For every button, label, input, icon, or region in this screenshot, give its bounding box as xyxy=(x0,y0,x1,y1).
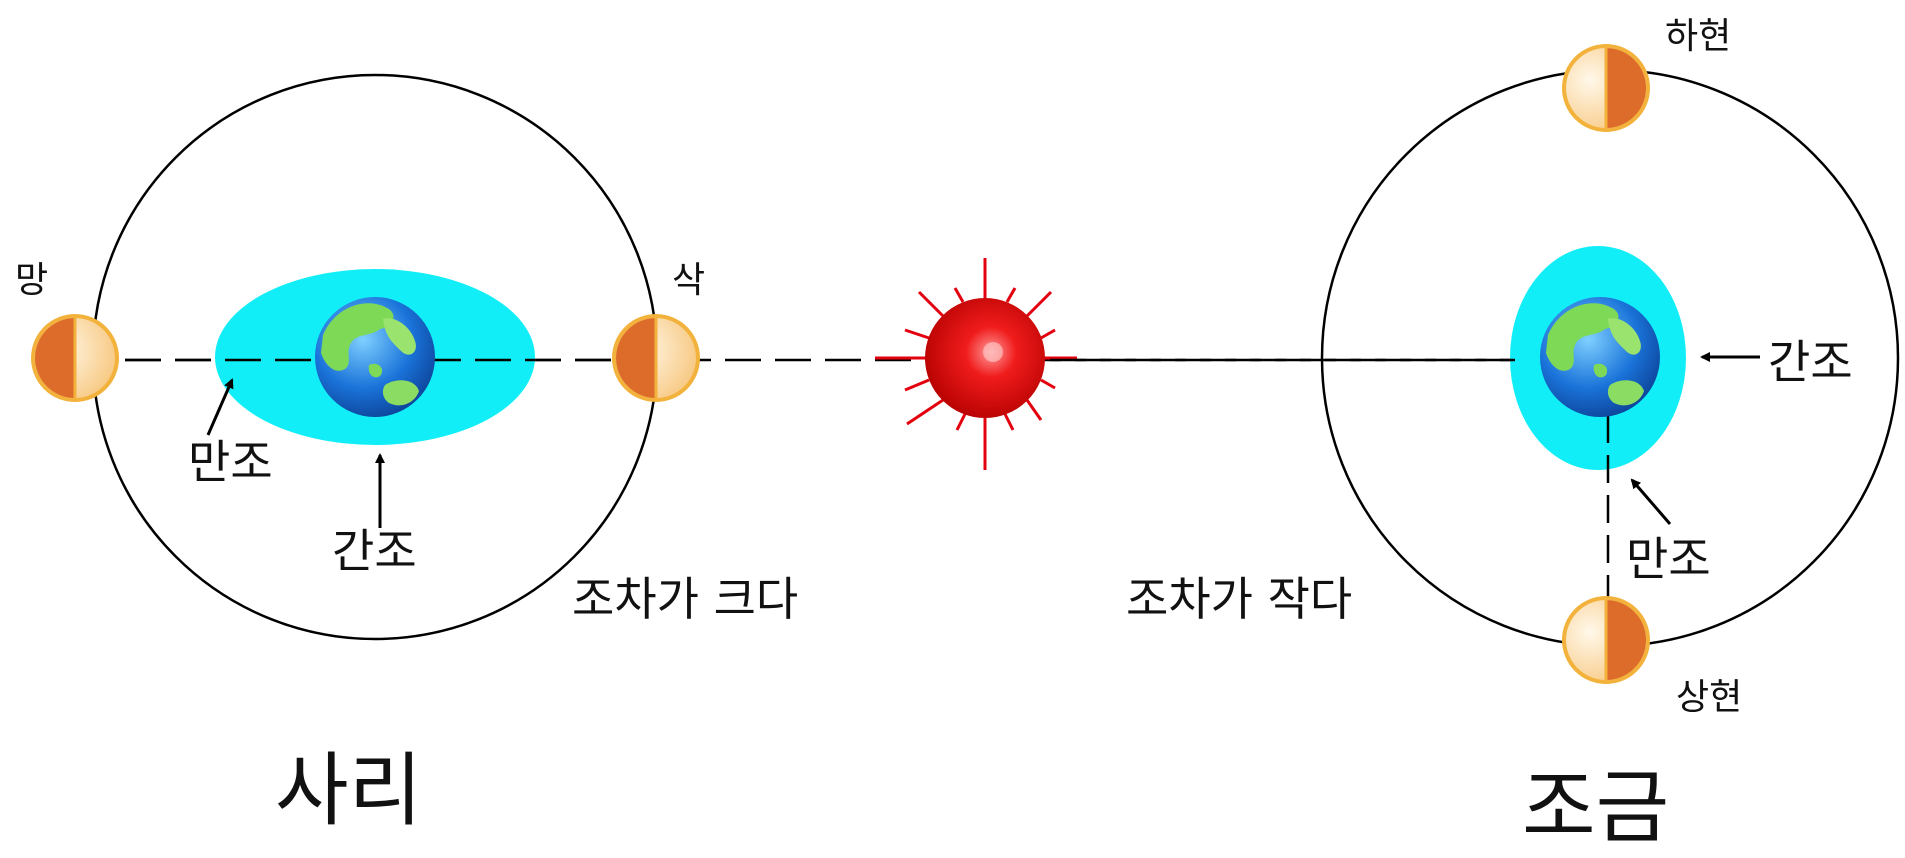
right-high-tide-arrow xyxy=(1630,478,1672,525)
third-quarter-label: 하현 xyxy=(1665,16,1731,57)
spring-tide-title: 사리 xyxy=(275,744,422,837)
left-caption: 조차가 크다 xyxy=(572,572,798,626)
neap-tide-title: 조금 xyxy=(1522,761,1669,854)
right-low-tide-label: 간조 xyxy=(1768,335,1853,389)
right-high-tide-label: 만조 xyxy=(1626,532,1711,586)
first-quarter-moon-icon xyxy=(1562,596,1650,684)
new-moon-label: 삭 xyxy=(672,260,705,301)
third-quarter-moon-icon xyxy=(1562,44,1650,132)
right-earth-icon xyxy=(1540,297,1660,417)
left-high-tide-label: 만조 xyxy=(188,435,273,489)
full-moon-icon xyxy=(31,314,119,402)
first-quarter-label: 상현 xyxy=(1676,677,1742,718)
right-caption: 조차가 작다 xyxy=(1126,572,1352,626)
left-earth-icon xyxy=(315,297,435,417)
new-moon-icon xyxy=(612,314,700,402)
full-moon-label: 망 xyxy=(15,260,48,301)
sun-icon xyxy=(875,258,1077,470)
left-high-tide-arrow xyxy=(206,378,234,436)
left-low-tide-label: 간조 xyxy=(332,524,417,578)
